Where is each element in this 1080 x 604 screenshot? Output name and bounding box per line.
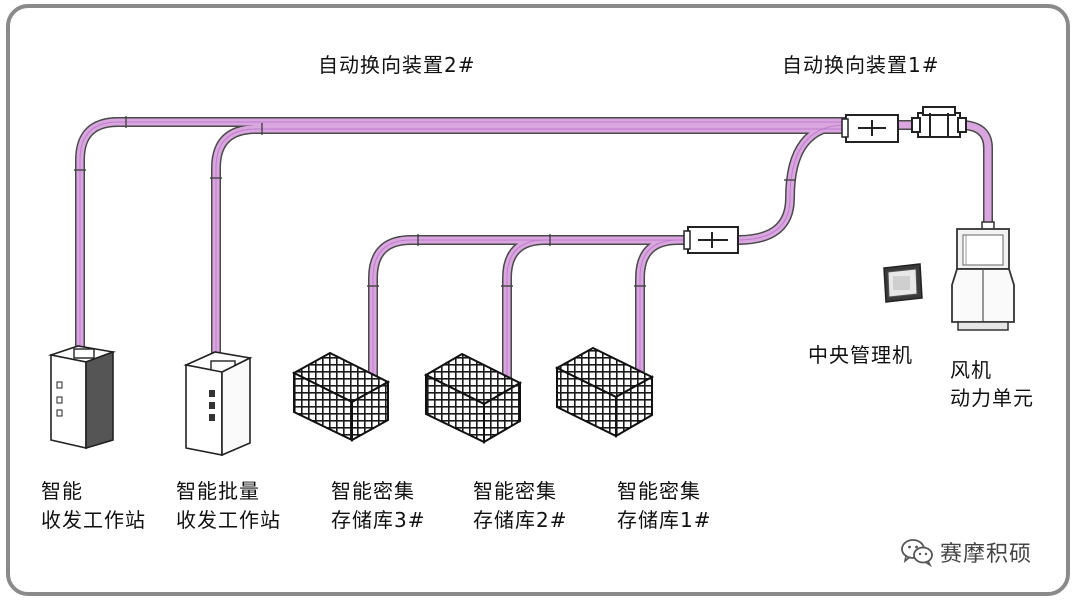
diverter-2-label: 自动换向装置2# xyxy=(318,53,476,77)
fan-label-line1: 风机 xyxy=(950,358,992,382)
wechat-icon xyxy=(901,539,933,567)
diverter-1-label: 自动换向装置1# xyxy=(782,53,940,77)
tube-joints xyxy=(74,116,796,287)
batch-workstation-label-line2: 收发工作站 xyxy=(176,508,281,532)
workstation-label-line1: 智能 xyxy=(41,479,83,503)
storage-2-label-line2: 存储库2# xyxy=(473,508,568,532)
watermark-text: 赛摩积硕 xyxy=(940,542,1033,567)
workstation-label-line2: 收发工作站 xyxy=(41,508,146,532)
storage-2-rack xyxy=(423,352,523,444)
watermark: 赛摩积硕 xyxy=(900,536,1032,568)
storage-1-label-line1: 智能密集 xyxy=(617,479,701,503)
storage-2-label-line1: 智能密集 xyxy=(473,479,557,503)
storage-1-rack xyxy=(554,346,655,438)
central-management-terminal xyxy=(883,263,923,303)
storage-3-rack xyxy=(291,351,391,442)
smart-batch-workstation-device xyxy=(183,351,253,457)
diverter-2-device xyxy=(683,226,739,254)
central-management-label: 中央管理机 xyxy=(808,343,913,367)
storage-3-label-line2: 存储库3# xyxy=(331,508,426,532)
tube-centerline xyxy=(79,121,850,382)
storage-1-label-line2: 存储库1# xyxy=(617,508,712,532)
fan-label-line2: 动力单元 xyxy=(950,386,1034,410)
smart-workstation-device xyxy=(47,345,117,450)
valve-unit xyxy=(911,106,967,138)
diverter-1-device xyxy=(841,114,899,143)
batch-workstation-label-line1: 智能批量 xyxy=(176,479,260,503)
storage-3-label-line1: 智能密集 xyxy=(331,479,415,503)
fan-power-unit-device xyxy=(951,221,1015,331)
pipe-network xyxy=(74,116,993,382)
